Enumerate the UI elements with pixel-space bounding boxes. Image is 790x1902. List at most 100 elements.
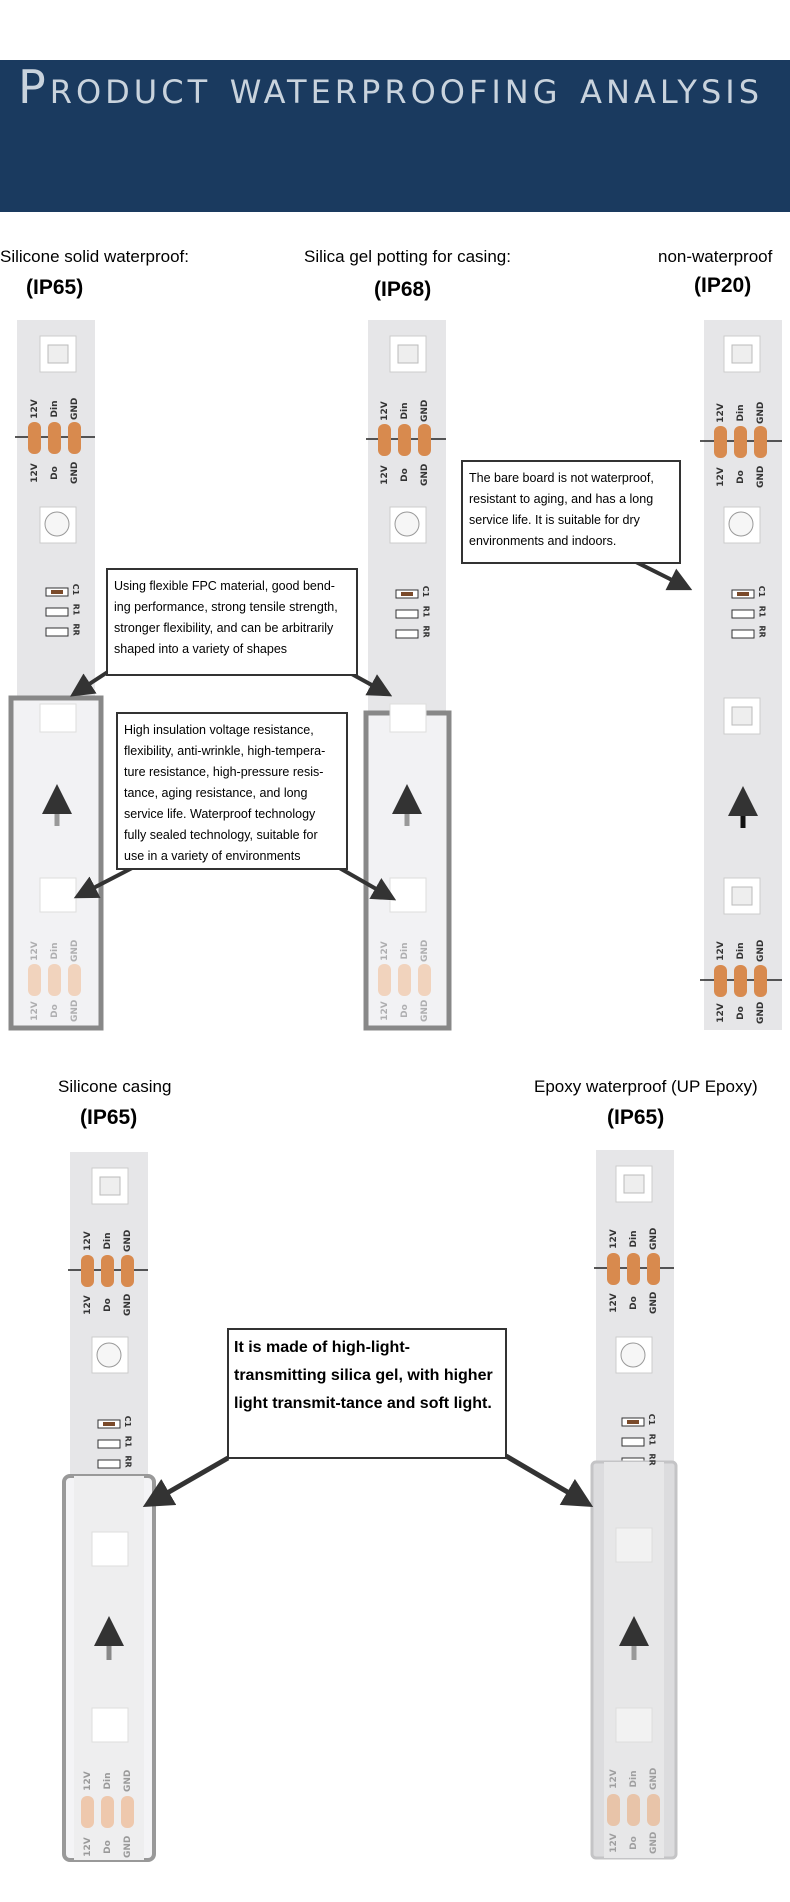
pin-label-v: 12V — [83, 1771, 93, 1791]
pin-label-din: Din — [50, 400, 60, 418]
pin-label-v: 12V — [609, 1833, 619, 1853]
callout-fpc: Using flexible FPC material, good bend-i… — [106, 568, 358, 676]
pin-label-do: Do — [400, 1004, 410, 1018]
pin-label-gnd: GND — [649, 1831, 659, 1854]
pin-label-gnd: GND — [756, 401, 766, 424]
pin-label-din: Din — [400, 942, 410, 960]
strip-ip65-solid — [8, 320, 104, 1031]
pin-label-v: 12V — [609, 1229, 619, 1249]
arrow-insulation-left — [73, 864, 137, 899]
led-chip — [91, 1531, 129, 1567]
led-chip — [39, 506, 77, 544]
pin-label-gnd: GND — [420, 399, 430, 422]
pin-label-v: 12V — [609, 1769, 619, 1789]
led-chip — [615, 1165, 653, 1203]
pin-label-do: Do — [50, 1004, 60, 1018]
pin-label-din: Din — [736, 404, 746, 422]
arrow-insulation-right — [335, 864, 397, 901]
pin-label-do: Do — [629, 1296, 639, 1310]
component-label-r1: R1 — [123, 1435, 133, 1448]
page-title: Product waterproofing analysis — [18, 60, 764, 114]
pin-label-gnd: GND — [756, 465, 766, 488]
led-chip — [389, 703, 427, 733]
pin-label-v: 12V — [83, 1837, 93, 1857]
pin-label-din: Din — [629, 1770, 639, 1788]
pin-label-do: Do — [736, 470, 746, 484]
led-chip — [723, 697, 761, 735]
pin-label-v: 12V — [716, 941, 726, 961]
pin-label-v: 12V — [380, 941, 390, 961]
strip-ip20-bare — [700, 320, 782, 1030]
pin-label-v: 12V — [83, 1295, 93, 1315]
rating-epoxy: (IP65) — [607, 1106, 665, 1129]
pin-label-gnd: GND — [420, 939, 430, 962]
pin-label-v: 12V — [30, 941, 40, 961]
pin-label-do: Do — [629, 1836, 639, 1850]
component-label-c1: C1 — [421, 585, 431, 598]
rating-silica-potting: (IP68) — [374, 278, 432, 301]
rating-silicone-casing: (IP65) — [80, 1106, 138, 1129]
pin-label-v: 12V — [716, 1003, 726, 1023]
arrow-bare — [631, 558, 693, 591]
pin-label-din: Din — [103, 1772, 113, 1790]
pin-label-gnd: GND — [756, 1001, 766, 1024]
caption-epoxy: Epoxy waterproof (UP Epoxy) — [534, 1077, 758, 1096]
led-chip — [723, 506, 761, 544]
component-label-rr: RR — [421, 625, 431, 638]
pin-label-gnd: GND — [123, 1769, 133, 1792]
pin-label-v: 12V — [716, 467, 726, 487]
caption-silica-potting: Silica gel potting for casing: — [304, 247, 511, 266]
pin-label-v: 12V — [380, 1001, 390, 1021]
pin-label-din: Din — [103, 1232, 113, 1250]
callout-bare-board: The bare board is not waterproof, resist… — [461, 460, 681, 564]
pin-label-gnd: GND — [70, 939, 80, 962]
led-chip — [723, 877, 761, 915]
pin-label-v: 12V — [716, 403, 726, 423]
component-label-rr: RR — [757, 625, 767, 638]
pin-label-v: 12V — [30, 399, 40, 419]
led-chip — [389, 877, 427, 913]
led-chip — [91, 1336, 129, 1374]
pin-label-gnd: GND — [649, 1291, 659, 1314]
led-chip — [615, 1336, 653, 1374]
pin-label-do: Do — [103, 1840, 113, 1854]
component-label-c1: C1 — [647, 1413, 657, 1426]
caption-non-waterproof: non-waterproof — [658, 247, 773, 266]
led-chip — [39, 703, 77, 733]
component-label-r1: R1 — [757, 605, 767, 618]
pin-label-v: 12V — [30, 1001, 40, 1021]
component-label-r1: R1 — [421, 605, 431, 618]
pin-label-v: 12V — [380, 465, 390, 485]
pin-label-din: Din — [50, 942, 60, 960]
led-chip — [615, 1527, 653, 1563]
component-label-rr: RR — [647, 1453, 657, 1466]
strip-silicone-casing — [62, 1152, 156, 1862]
callout-silica-gel: It is made of high-light-transmitting si… — [227, 1328, 507, 1459]
pin-label-gnd: GND — [123, 1229, 133, 1252]
led-chip — [615, 1707, 653, 1743]
pin-label-gnd: GND — [649, 1227, 659, 1250]
pin-label-gnd: GND — [420, 463, 430, 486]
pin-label-do: Do — [50, 466, 60, 480]
component-label-r1: R1 — [647, 1433, 657, 1446]
pin-label-v: 12V — [83, 1231, 93, 1251]
strip-ip68-potting — [363, 320, 452, 1031]
led-chip — [389, 506, 427, 544]
pin-label-din: Din — [736, 942, 746, 960]
arrow-silica-right — [504, 1453, 594, 1508]
led-chip — [39, 335, 77, 373]
led-chip — [723, 335, 761, 373]
component-label-r1: R1 — [71, 603, 81, 616]
pin-label-din: Din — [629, 1230, 639, 1248]
pin-label-gnd: GND — [123, 1293, 133, 1316]
arrow-silica-left — [142, 1455, 230, 1507]
pin-label-v: 12V — [380, 401, 390, 421]
led-chip — [389, 335, 427, 373]
component-label-c1: C1 — [71, 583, 81, 596]
rating-non-waterproof: (IP20) — [694, 274, 752, 297]
led-chip — [91, 1707, 129, 1743]
callout-insulation: High insulation voltage resistance, flex… — [116, 712, 348, 870]
pin-label-gnd: GND — [649, 1767, 659, 1790]
component-label-rr: RR — [71, 623, 81, 636]
